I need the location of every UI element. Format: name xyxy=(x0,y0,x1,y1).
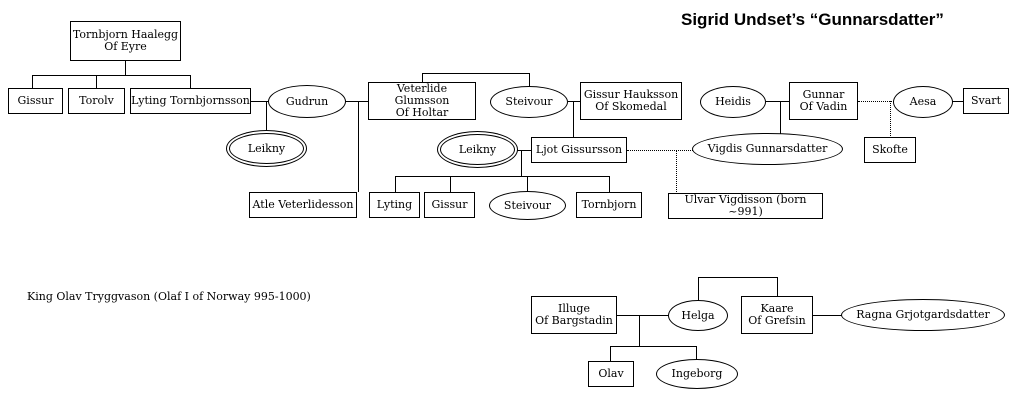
node-label: Ljot Gissursson xyxy=(535,143,623,156)
node-helga[interactable]: Helga xyxy=(668,300,728,331)
connector-illuge-children-bar xyxy=(610,346,697,347)
node-label: Kaare Of Grefsin xyxy=(748,302,806,327)
connector-haalegg-sibbar xyxy=(32,75,191,76)
connector-steivour-stem xyxy=(529,73,530,87)
node-label: Torolv xyxy=(79,94,114,107)
node-label: Ulvar Vigdisson (born ~991) xyxy=(684,193,807,218)
node-gissur-2[interactable]: Gissur xyxy=(424,192,475,218)
connector-illuge-helga-link xyxy=(617,315,671,316)
node-svart[interactable]: Svart xyxy=(963,88,1009,114)
node-label: Heidis xyxy=(715,95,751,108)
node-label: Tornbjorn Haalegg Of Eyre xyxy=(72,28,179,53)
connector-drop-gissur1 xyxy=(32,75,33,88)
node-label: Tornbjorn xyxy=(581,198,637,211)
connector-helga-kaare-bar xyxy=(698,277,778,278)
node-label: Skofte xyxy=(872,143,908,156)
connector-gudrun-veterlide-drop xyxy=(358,101,359,192)
node-gunnar-of-vadin[interactable]: Gunnar Of Vadin xyxy=(789,82,858,120)
node-ljot-gissursson[interactable]: Ljot Gissursson xyxy=(531,137,627,163)
node-label: Gudrun xyxy=(285,94,329,108)
connector-leikny2-ljot-drop xyxy=(521,150,522,176)
node-label: Gissur Hauksson Of Skomedal xyxy=(583,88,679,113)
node-ragna-grjotgardsdatter[interactable]: Ragna Grjotgardsdatter xyxy=(841,299,1005,331)
connector-skofte-dotted-drop xyxy=(890,101,891,138)
connector-drop-gissur2 xyxy=(450,176,451,193)
node-ingeborg[interactable]: Ingeborg xyxy=(656,359,738,389)
node-label: Gissur xyxy=(17,94,54,107)
node-ulvar-vigdisson[interactable]: Ulvar Vigdisson (born ~991) xyxy=(668,193,823,219)
connector-ljot-vigdis-dotted xyxy=(627,150,693,151)
node-gissur-1[interactable]: Gissur xyxy=(8,88,63,114)
page-title: Sigrid Undset’s “Gunnarsdatter” xyxy=(681,10,944,29)
node-label: Ragna Grjotgardsdatter xyxy=(856,308,990,321)
node-kaare-of-grefsin[interactable]: Kaare Of Grefsin xyxy=(741,296,813,334)
node-heidis[interactable]: Heidis xyxy=(700,86,766,118)
node-label: Olav xyxy=(598,367,624,380)
connector-illuge-helga-drop xyxy=(639,315,640,346)
node-torolv[interactable]: Torolv xyxy=(68,88,125,114)
node-label: Illuge Of Bargstadin xyxy=(535,302,613,327)
node-lyting-tornbjornsson[interactable]: Lyting Tornbjornsson xyxy=(130,88,251,114)
node-label: Aesa xyxy=(909,95,937,108)
node-vigdis-gunnarsdatter[interactable]: Vigdis Gunnarsdatter xyxy=(692,133,843,165)
node-steivour-2[interactable]: Steivour xyxy=(489,191,566,220)
connector-steivour-gissurh-link xyxy=(568,101,581,102)
connector-leikny2-ljot-link xyxy=(515,150,532,151)
connector-heidis-gunnar-link xyxy=(766,101,790,102)
connector-heidis-gunnar-drop xyxy=(780,101,781,134)
node-label: Veterlide Glumsson Of Holtar xyxy=(394,82,450,119)
connector-kaare-stem xyxy=(777,277,778,297)
node-label: Helga xyxy=(681,308,715,322)
node-olav[interactable]: Olav xyxy=(588,361,634,387)
node-leikny-2[interactable]: Leikny xyxy=(440,134,515,165)
connector-kaare-ragna-link xyxy=(813,315,845,316)
node-label: Atle Veterlidesson xyxy=(252,198,354,211)
node-label: Gunnar Of Vadin xyxy=(799,88,848,113)
node-gudrun[interactable]: Gudrun xyxy=(268,85,346,118)
king-olav-note: King Olav Tryggvason (Olaf I of Norway 9… xyxy=(27,290,311,303)
node-label: Leikny xyxy=(458,142,497,156)
node-skofte[interactable]: Skofte xyxy=(864,137,916,163)
node-label: Steivour xyxy=(505,95,553,108)
connector-drop-lyting2 xyxy=(395,176,396,193)
connector-lyting-gudrun-drop xyxy=(266,101,267,133)
node-veterlide-glumsson[interactable]: Veterlide Glumsson Of Holtar xyxy=(368,82,476,120)
connector-gudrun-veterlide-link xyxy=(345,101,369,102)
connector-gunnar-aesa-dotted xyxy=(858,101,894,102)
node-label: Svart xyxy=(971,94,1001,107)
node-label: Vigdis Gunnarsdatter xyxy=(707,142,828,155)
node-steivour-1[interactable]: Steivour xyxy=(490,86,568,118)
connector-haalegg-stem xyxy=(125,61,126,75)
connector-drop-olav xyxy=(610,346,611,362)
node-label: Lyting xyxy=(376,198,413,211)
connector-drop-lyting1 xyxy=(190,75,191,88)
connector-helga-stem xyxy=(698,277,699,302)
connector-drop-tornbjorn2 xyxy=(609,176,610,193)
node-label: Lyting Tornbjornsson xyxy=(131,94,250,107)
node-tornbjorn-2[interactable]: Tornbjorn xyxy=(576,192,642,218)
node-label: Ingeborg xyxy=(671,367,723,380)
node-lyting-2[interactable]: Lyting xyxy=(369,192,420,218)
connector-drop-ingeborg xyxy=(696,346,697,361)
connector-veterlide-steivour-bar xyxy=(422,73,529,74)
node-label: Steivour xyxy=(503,198,552,212)
connector-drop-steivour2 xyxy=(527,176,528,192)
node-gissur-hauksson[interactable]: Gissur Hauksson Of Skomedal xyxy=(580,82,682,120)
node-label: Gissur xyxy=(431,198,468,211)
connector-ljot-children-bar xyxy=(395,176,610,177)
node-illuge-of-bargstadin[interactable]: Illuge Of Bargstadin xyxy=(531,296,617,334)
connector-veterlide-stem xyxy=(422,73,423,82)
node-label: Leikny xyxy=(247,141,286,155)
node-leikny-1[interactable]: Leikny xyxy=(229,133,304,164)
connector-ljot-parent-drop xyxy=(573,101,574,138)
connector-lyting-gudrun-link xyxy=(251,101,269,102)
node-aesa[interactable]: Aesa xyxy=(893,86,953,118)
node-atle-veterlidesson[interactable]: Atle Veterlidesson xyxy=(249,192,357,218)
connector-drop-torolv xyxy=(96,75,97,88)
connector-ulvar-dotted-drop xyxy=(676,150,677,194)
node-tornbjorn-haalegg[interactable]: Tornbjorn Haalegg Of Eyre xyxy=(70,21,181,61)
connector-aesa-svart-link xyxy=(952,101,964,102)
